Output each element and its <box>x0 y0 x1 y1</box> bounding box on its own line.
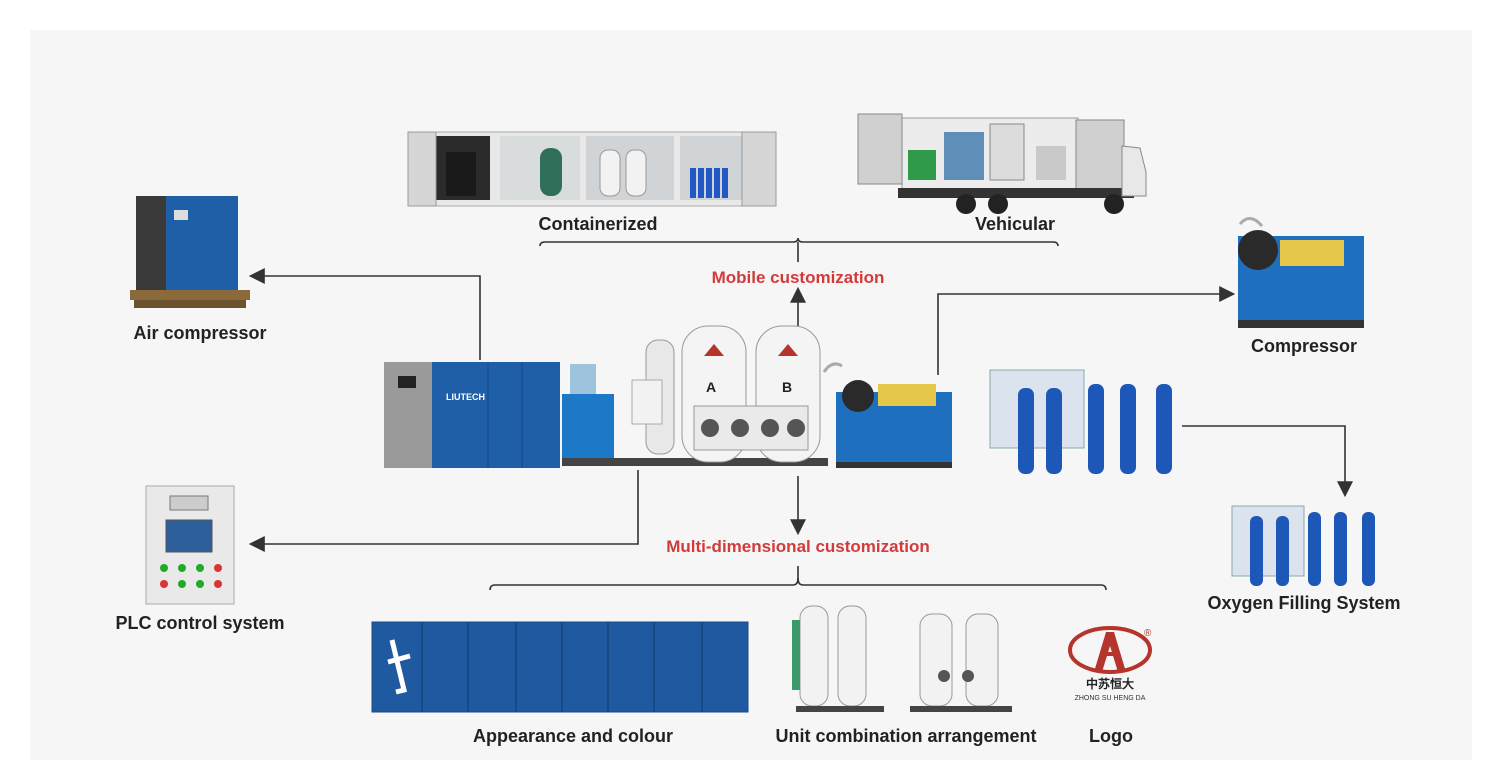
label-appearance-and-colour: Appearance and colour <box>472 726 674 746</box>
compressor-brand-text: LIUTECH <box>446 392 485 402</box>
logo-chinese-text: 中苏恒大 <box>1086 676 1134 691</box>
logo-english-text: ZHONG SU HENG DA <box>1075 695 1146 702</box>
blue-container-image <box>371 621 749 713</box>
label-air-compressor: Air compressor <box>133 323 267 343</box>
plc-cabinet-image <box>145 485 235 605</box>
logo-registered-mark: ® <box>1144 628 1152 639</box>
label-logo: Logo <box>1089 726 1133 746</box>
unit-combination-1-image <box>792 605 884 712</box>
label-compressor: Compressor <box>1250 336 1358 356</box>
label-unit-combination-arrangement: Unit combination arrangement <box>775 726 1037 746</box>
connector-lines <box>248 268 1353 552</box>
containerized-image <box>407 131 777 207</box>
air-compressor-image <box>130 196 250 308</box>
label-multi-dimensional-customization: Multi-dimensional customization <box>666 537 930 556</box>
label-oxygen-filling-system: Oxygen Filling System <box>1207 593 1401 613</box>
oxygen-filling-image <box>1231 505 1375 586</box>
mobile-brace <box>539 237 1059 247</box>
tower-a-label: A <box>706 379 716 395</box>
compressor-image <box>1238 217 1364 328</box>
label-containerized: Containerized <box>538 214 658 234</box>
unit-combination-2-image <box>910 613 1012 712</box>
label-mobile-customization: Mobile customization <box>711 268 885 287</box>
label-vehicular: Vehicular <box>974 214 1056 234</box>
main-system-image <box>384 325 828 468</box>
tower-b-label: B <box>782 379 792 395</box>
vehicular-image <box>857 113 1147 214</box>
label-plc-control-system: PLC control system <box>115 613 285 633</box>
zhongsu-logo-image <box>1068 626 1152 674</box>
booster-compressor-image <box>822 362 952 468</box>
oxygen-cylinders-image <box>989 369 1172 474</box>
